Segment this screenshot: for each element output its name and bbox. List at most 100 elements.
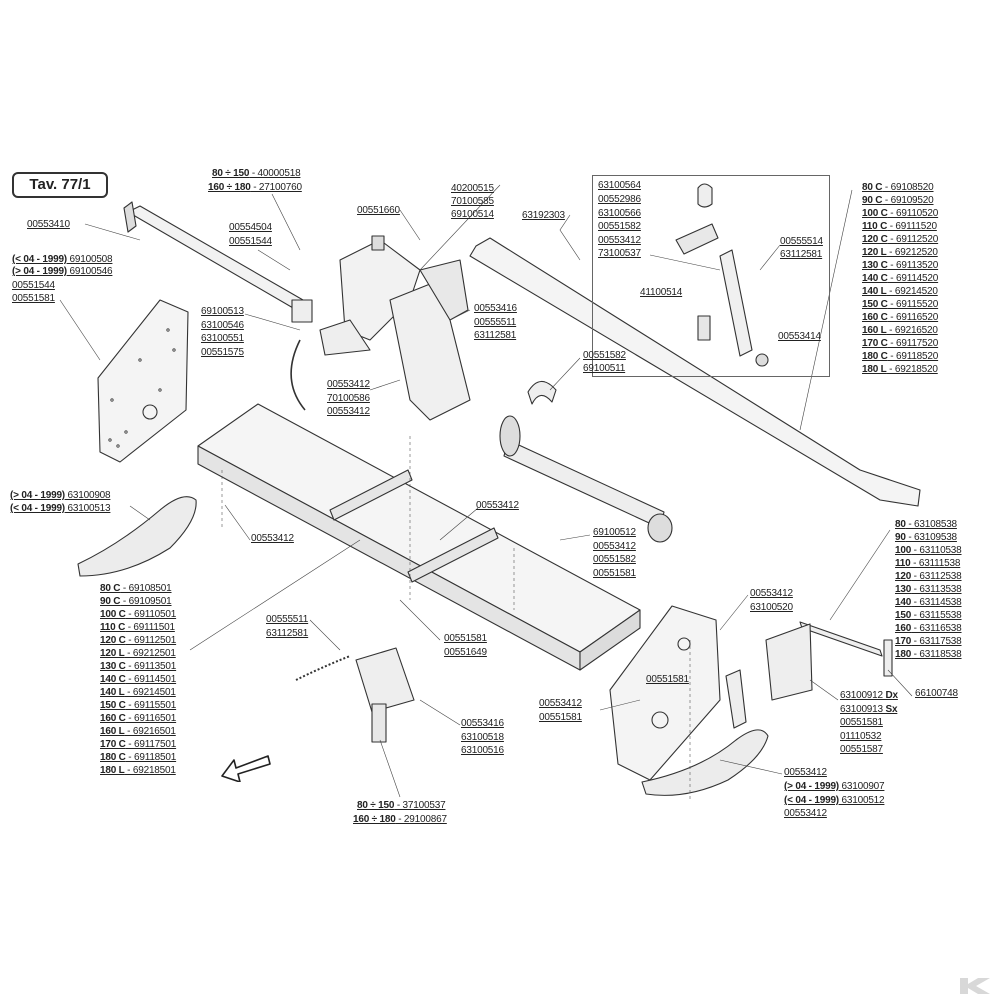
- ref-00551581-e[interactable]: 00551581: [539, 712, 582, 724]
- ref-70100586[interactable]: 70100586: [327, 393, 370, 405]
- ref-69100514[interactable]: 69100514: [451, 209, 494, 221]
- size-row[interactable]: 140 C - 69114520: [862, 272, 938, 285]
- size-row[interactable]: 100 - 63110538: [895, 544, 962, 557]
- ref-00553412-g[interactable]: 00553412: [750, 588, 793, 600]
- ref-63100516[interactable]: 63100516: [461, 745, 504, 757]
- ref-69100512[interactable]: 69100512: [593, 527, 636, 539]
- ref-00553412-e[interactable]: 00553412: [476, 500, 519, 512]
- ref-00553412-f[interactable]: 00553412: [593, 541, 636, 553]
- ref-63100512[interactable]: (< 04 - 1999) 63100512: [784, 795, 885, 807]
- ref-00551582-a[interactable]: 00551582: [583, 350, 626, 362]
- size-row[interactable]: 80 C - 69108501: [100, 582, 176, 595]
- ref-63100907[interactable]: (> 04 - 1999) 63100907: [784, 781, 885, 793]
- size-row[interactable]: 180 L - 69218501: [100, 764, 176, 777]
- ref-00551581-d[interactable]: 00551581: [646, 674, 689, 686]
- ref-63112581-b[interactable]: 63112581: [780, 249, 822, 261]
- size-row[interactable]: 110 - 63111538: [895, 557, 962, 570]
- size-row[interactable]: 170 C - 69117520: [862, 337, 938, 350]
- ref-00551544-a[interactable]: 00551544: [12, 280, 55, 292]
- size-row[interactable]: 80 C - 69108520: [862, 181, 938, 194]
- size-row[interactable]: 160 C - 69116501: [100, 712, 176, 725]
- ref-63100518[interactable]: 63100518: [461, 732, 504, 744]
- size-row[interactable]: 110 C - 69111520: [862, 220, 938, 233]
- size-row[interactable]: 100 C - 69110501: [100, 608, 176, 621]
- size-row[interactable]: 130 - 63113538: [895, 583, 962, 596]
- ref-69100546[interactable]: (> 04 - 1999) 69100546: [12, 266, 113, 278]
- ref-00553412-h[interactable]: 00553412: [539, 698, 582, 710]
- size-row[interactable]: 170 C - 69117501: [100, 738, 176, 751]
- size-row[interactable]: 150 C - 69115501: [100, 699, 176, 712]
- ref-00553416-b[interactable]: 00553416: [461, 718, 504, 730]
- ref-73100537[interactable]: 73100537: [598, 248, 641, 260]
- size-row[interactable]: 90 C - 69109520: [862, 194, 938, 207]
- ref-00553416-a[interactable]: 00553416: [474, 303, 517, 315]
- ref-41100514[interactable]: 41100514: [640, 287, 682, 299]
- size-row[interactable]: 130 C - 69113501: [100, 660, 176, 673]
- size-row[interactable]: 120 C - 69112501: [100, 634, 176, 647]
- ref-01110532[interactable]: 01110532: [840, 731, 882, 743]
- ref-69100513[interactable]: 69100513: [201, 306, 244, 318]
- size-row[interactable]: 120 C - 69112520: [862, 233, 938, 246]
- size-row[interactable]: 160 L - 69216501: [100, 725, 176, 738]
- ref-40200515[interactable]: 40200515: [451, 183, 494, 195]
- size-row[interactable]: 120 - 63112538: [895, 570, 962, 583]
- ref-00551587[interactable]: 00551587: [840, 744, 883, 756]
- size-row[interactable]: 150 C - 69115520: [862, 298, 938, 311]
- ref-63100908[interactable]: (> 04 - 1999) 63100908: [10, 490, 111, 502]
- size-row[interactable]: 180 L - 69218520: [862, 363, 938, 376]
- ref-00551581-a[interactable]: 00551581: [12, 293, 55, 305]
- size-row[interactable]: 90 - 63109538: [895, 531, 962, 544]
- size-row[interactable]: 140 C - 69114501: [100, 673, 176, 686]
- ref-37100537[interactable]: 80 ÷ 150 - 37100537: [357, 800, 446, 812]
- ref-00553412-d[interactable]: 00553412: [251, 533, 294, 545]
- size-row[interactable]: 180 - 63118538: [895, 648, 962, 661]
- ref-63100513[interactable]: (< 04 - 1999) 63100513: [10, 503, 111, 515]
- size-row[interactable]: 140 L - 69214520: [862, 285, 938, 298]
- ref-00551544-b[interactable]: 00551544: [229, 236, 272, 248]
- ref-69100511[interactable]: 69100511: [583, 363, 625, 375]
- size-row[interactable]: 120 L - 69212520: [862, 246, 938, 259]
- ref-00551575[interactable]: 00551575: [201, 347, 244, 359]
- ref-00551581-f[interactable]: 00551581: [840, 717, 883, 729]
- ref-00551582-b[interactable]: 00551582: [598, 221, 641, 233]
- ref-00552986[interactable]: 00552986: [598, 194, 641, 206]
- ref-63100564[interactable]: 63100564: [598, 180, 641, 192]
- ref-69100508[interactable]: (< 04 - 1999) 69100508: [12, 254, 113, 266]
- size-row[interactable]: 130 C - 69113520: [862, 259, 938, 272]
- ref-00553412-b[interactable]: 00553412: [327, 406, 370, 418]
- ref-63100546[interactable]: 63100546: [201, 320, 244, 332]
- size-row[interactable]: 170 - 63117538: [895, 635, 962, 648]
- ref-00553412-i[interactable]: 00553412: [784, 767, 827, 779]
- ref-00554504[interactable]: 00554504: [229, 222, 272, 234]
- size-row[interactable]: 160 - 63116538: [895, 622, 962, 635]
- size-row[interactable]: 110 C - 69111501: [100, 621, 176, 634]
- ref-00551581-c[interactable]: 00551581: [444, 633, 487, 645]
- ref-00551649[interactable]: 00551649: [444, 647, 487, 659]
- size-row[interactable]: 150 - 63115538: [895, 609, 962, 622]
- ref-00553410[interactable]: 00553410: [27, 219, 70, 231]
- ref-40000518[interactable]: 80 ÷ 150 - 40000518: [212, 168, 301, 180]
- size-row[interactable]: 160 L - 69216520: [862, 324, 938, 337]
- size-row[interactable]: 90 C - 69109501: [100, 595, 176, 608]
- ref-00553412-a[interactable]: 00553412: [327, 379, 370, 391]
- ref-66100748[interactable]: 66100748: [915, 688, 958, 700]
- size-row[interactable]: 80 - 63108538: [895, 518, 962, 531]
- ref-29100867[interactable]: 160 ÷ 180 - 29100867: [353, 814, 447, 826]
- ref-63100913[interactable]: 63100913 Sx: [840, 704, 898, 716]
- ref-63100551[interactable]: 63100551: [201, 333, 244, 345]
- ref-00555514[interactable]: 00555514: [780, 236, 823, 248]
- ref-63100520[interactable]: 63100520: [750, 602, 793, 614]
- ref-00553412-j[interactable]: 00553412: [784, 808, 827, 820]
- ref-00551660[interactable]: 00551660: [357, 205, 400, 217]
- ref-00553414[interactable]: 00553414: [778, 331, 821, 343]
- size-row[interactable]: 100 C - 69110520: [862, 207, 938, 220]
- ref-00551581-b[interactable]: 00551581: [593, 568, 636, 580]
- ref-63192303[interactable]: 63192303: [522, 210, 565, 222]
- ref-63112581-c[interactable]: 63112581: [266, 628, 308, 640]
- ref-27100760[interactable]: 160 ÷ 180 - 27100760: [208, 182, 302, 194]
- ref-00551582-c[interactable]: 00551582: [593, 554, 636, 566]
- ref-63112581-a[interactable]: 63112581: [474, 330, 516, 342]
- ref-00553412-c[interactable]: 00553412: [598, 235, 641, 247]
- size-row[interactable]: 160 C - 69116520: [862, 311, 938, 324]
- size-row[interactable]: 120 L - 69212501: [100, 647, 176, 660]
